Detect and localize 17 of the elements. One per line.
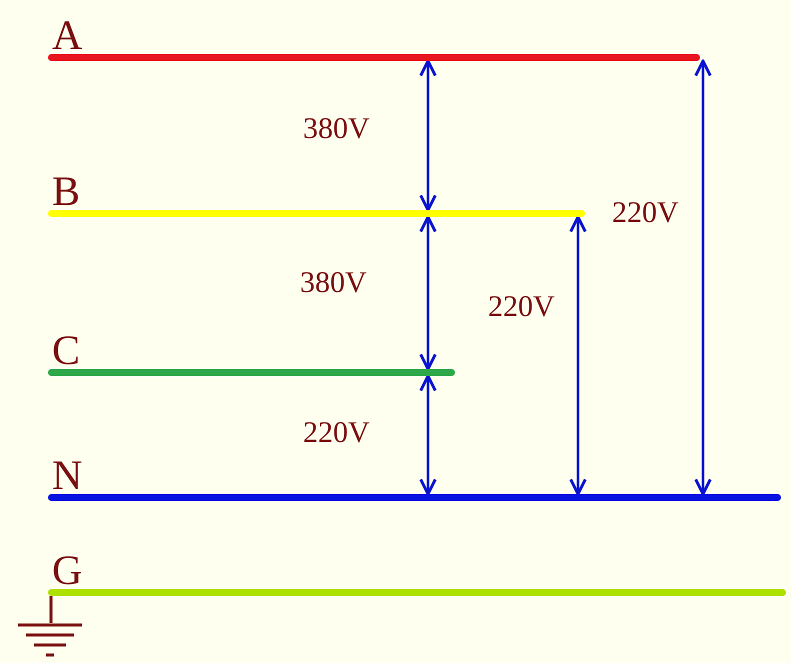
- voltage-label: 380V: [300, 268, 367, 298]
- line-label: B: [52, 173, 80, 211]
- double-arrow: [569, 216, 587, 496]
- double-arrow: [419, 216, 437, 370]
- line-label: G: [52, 552, 82, 590]
- voltage-label: 220V: [488, 292, 555, 322]
- voltage-label: 220V: [612, 198, 679, 228]
- line-label: C: [52, 332, 80, 370]
- line-label: N: [52, 457, 82, 495]
- line-label: A: [52, 17, 82, 55]
- ground-symbol: [18, 624, 82, 656]
- double-arrow: [419, 60, 437, 212]
- connector-line: [50, 596, 52, 623]
- double-arrow: [694, 60, 712, 496]
- double-arrow: [419, 374, 437, 496]
- voltage-label: 380V: [303, 114, 370, 144]
- voltage-label: 220V: [303, 418, 370, 448]
